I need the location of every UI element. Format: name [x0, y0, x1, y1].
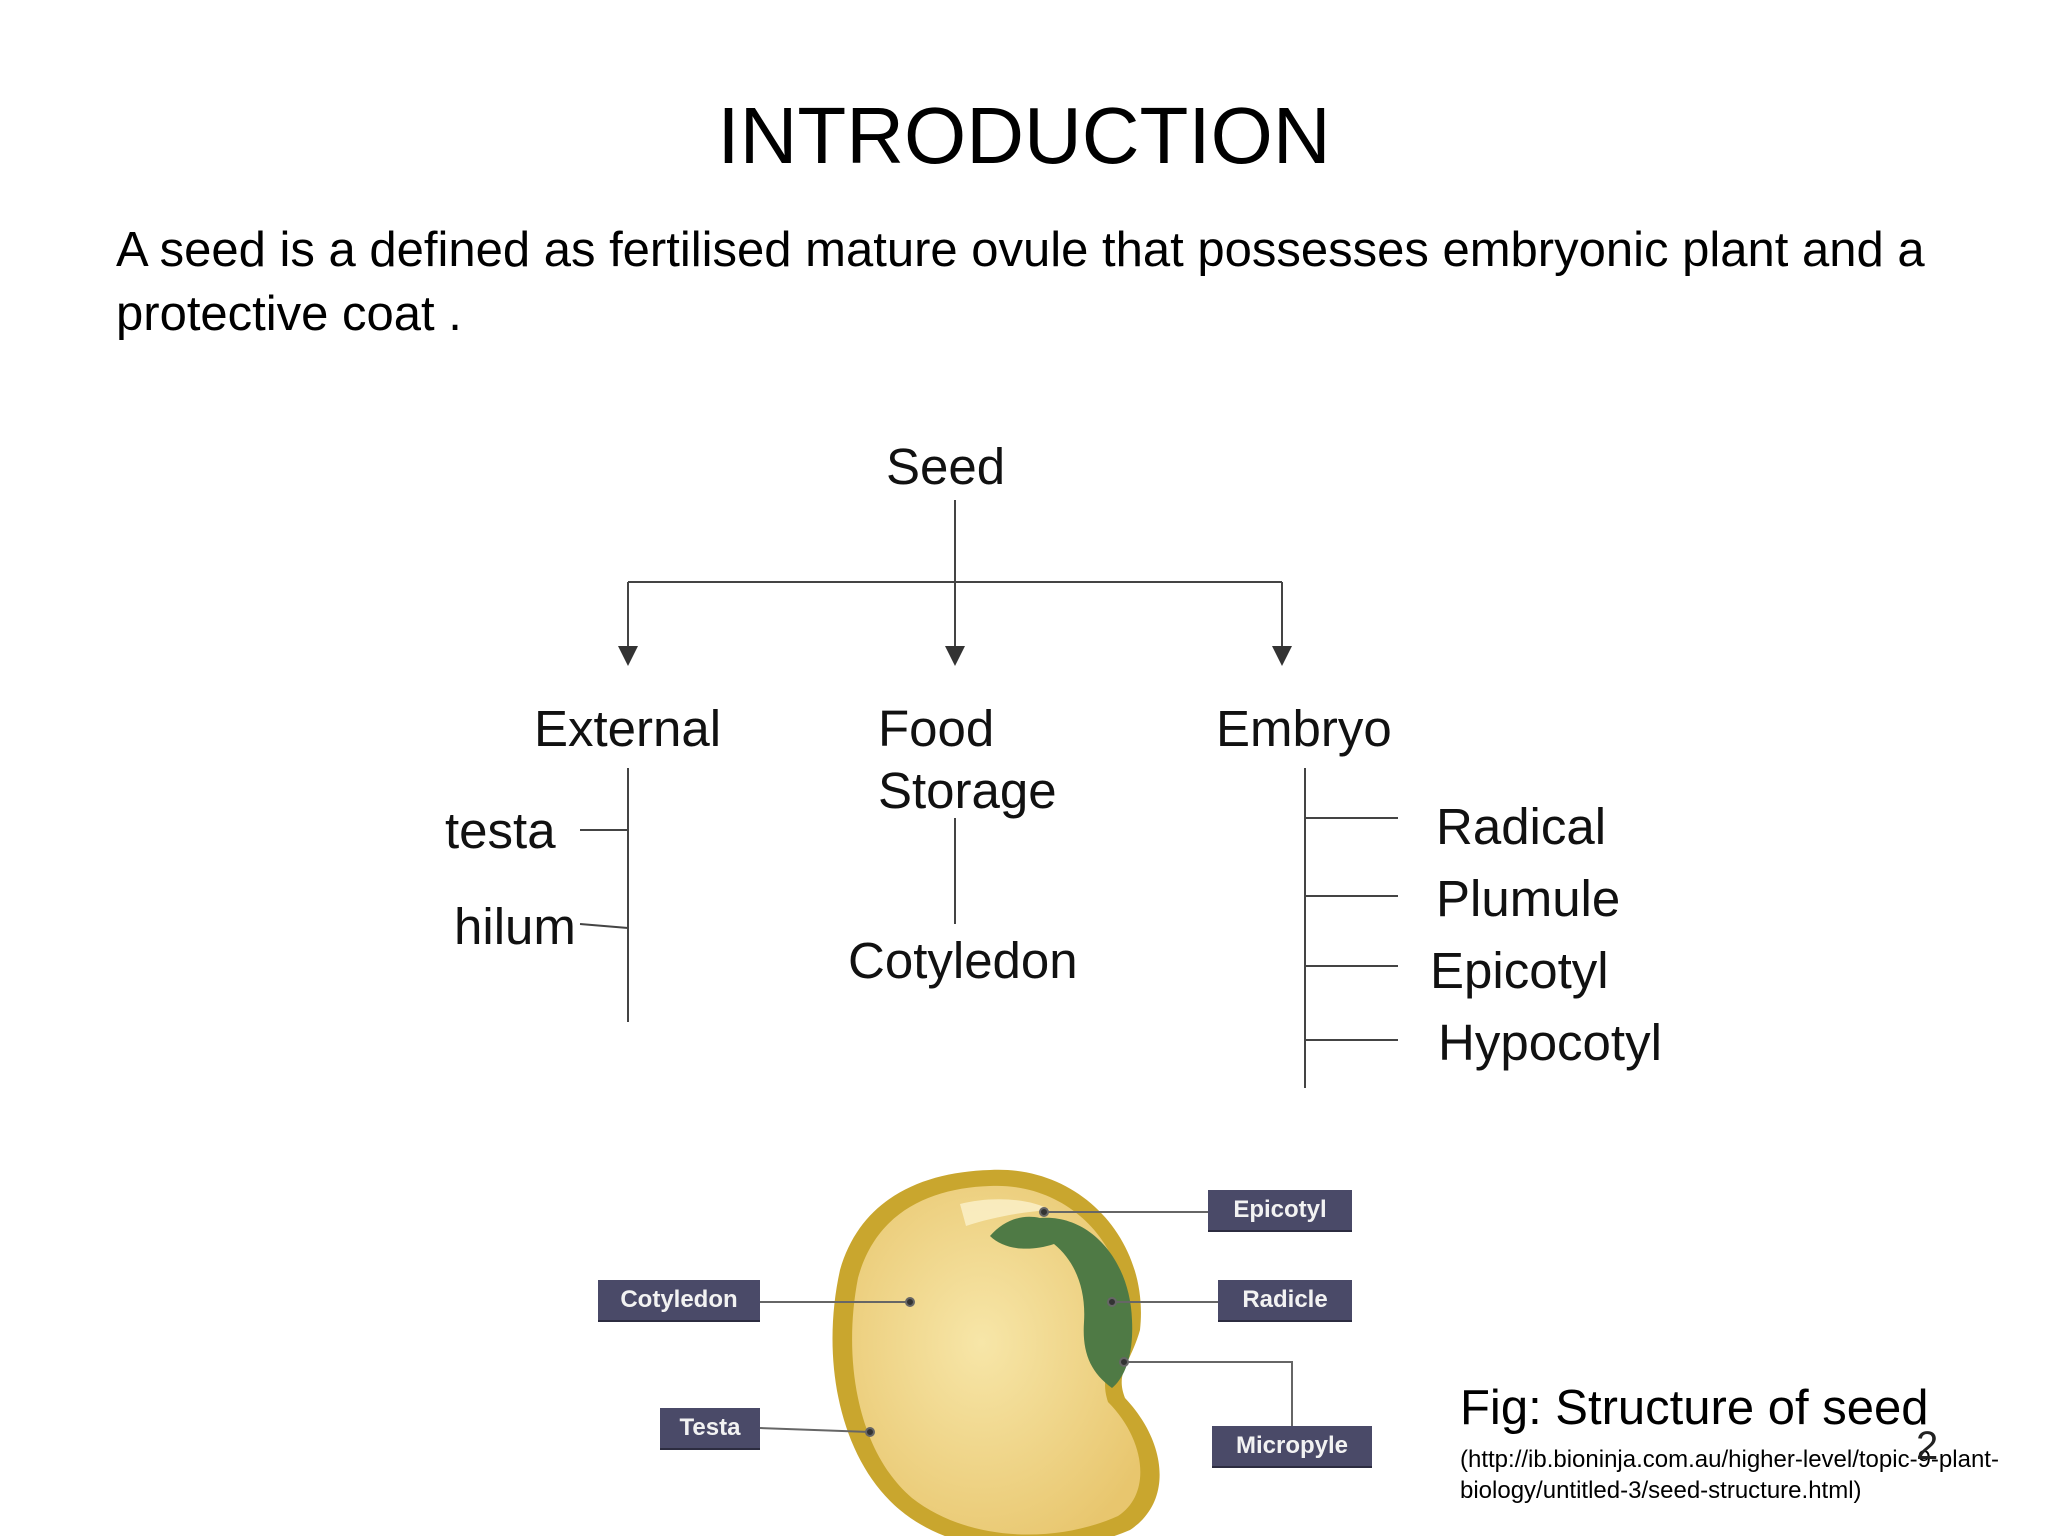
embryo-shape [990, 1216, 1133, 1388]
slide-title: INTRODUCTION [717, 91, 1331, 180]
figure-source: (http://ib.bioninja.com.au/higher-level/… [1460, 1446, 1999, 1504]
diagram-node-radical: Radical [1436, 798, 1607, 855]
figure-label-micropyle: Micropyle [1212, 1426, 1372, 1468]
page-number: 2 [1916, 1424, 1939, 1468]
figure-caption: Fig: Structure of seed [1460, 1381, 1929, 1435]
figure-label-cotyledon: Cotyledon [598, 1280, 760, 1322]
diagram-node-plumule: Plumule [1436, 870, 1621, 927]
diagram-node-seed: Seed [886, 438, 1006, 495]
figure-label-radicle: Radicle [1218, 1280, 1352, 1322]
figure-label-epicotyl: Epicotyl [1208, 1190, 1352, 1232]
diagram-node-hypocotyl: Hypocotyl [1438, 1014, 1662, 1071]
diagram-node-external: External [534, 700, 722, 757]
figure-label-testa: Testa [660, 1408, 760, 1450]
diagram-node-embryo: Embryo [1216, 700, 1392, 757]
diagram-node-cotyledon: Cotyledon [848, 932, 1078, 989]
diagram-node-food-storage: Food Storage [878, 700, 1057, 819]
diagram-node-epicotyl: Epicotyl [1430, 942, 1609, 999]
cotyledon-shape [852, 1185, 1141, 1535]
intro-paragraph: A seed is a defined as fertilised mature… [116, 223, 1925, 341]
diagram-node-hilum: hilum [454, 898, 576, 955]
diagram-node-testa: testa [445, 802, 556, 859]
